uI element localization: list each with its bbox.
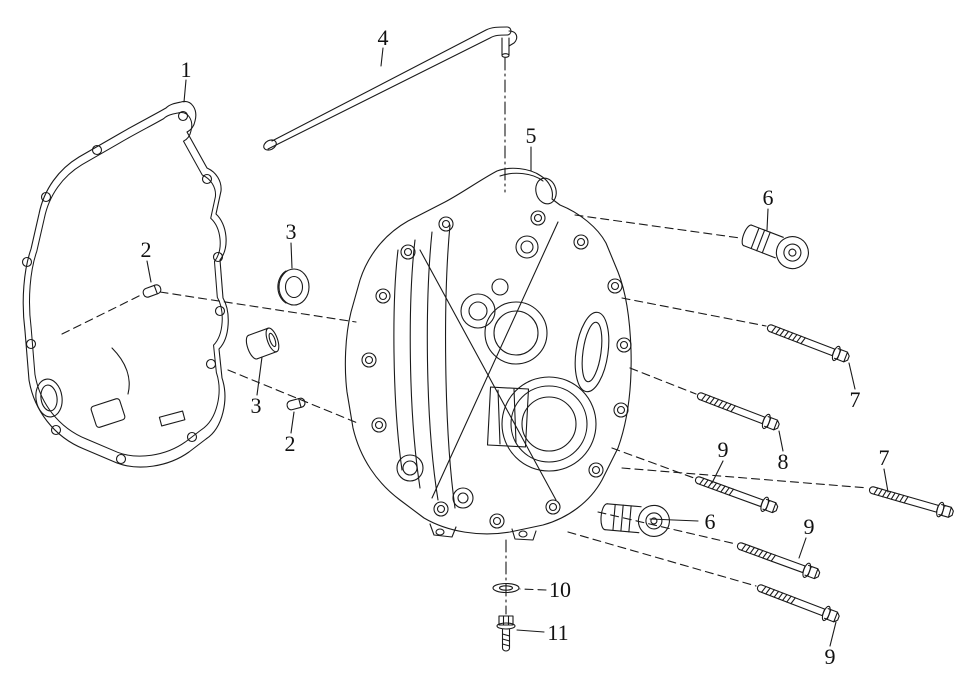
part-bolt-8	[694, 387, 782, 434]
gasket-bolt-holes	[21, 110, 226, 465]
callout-4: 4	[377, 25, 389, 50]
part-crankcase-cover	[344, 167, 632, 541]
callout-7-upper: 7	[849, 387, 861, 412]
part-gasket	[21, 100, 229, 468]
part-bolt-7-right	[866, 481, 956, 521]
callout-5: 5	[525, 123, 537, 148]
callout-9-first: 9	[717, 437, 729, 462]
callout-1: 1	[180, 57, 192, 82]
part-bolt-7-upper	[764, 319, 852, 366]
callout-6-lower: 6	[704, 509, 716, 534]
part-bushing-upper	[277, 268, 310, 306]
callout-8: 8	[777, 449, 789, 474]
part-bolt-9-3	[754, 579, 842, 626]
part-plug-lower	[600, 503, 670, 537]
part-dowel-pin-lower	[286, 397, 306, 411]
leader-lines	[146, 47, 889, 647]
part-breather-pipe	[263, 26, 518, 151]
center-lines	[504, 57, 507, 615]
part-bushing-lower	[245, 327, 280, 360]
callout-2-upper: 2	[140, 237, 152, 262]
cover-bolt-bosses	[361, 210, 632, 529]
callout-9-third: 9	[824, 644, 836, 669]
part-bolt-9-2	[734, 537, 823, 583]
part-dowel-pin-upper	[142, 284, 162, 298]
part-washer	[492, 582, 520, 594]
callout-11: 11	[547, 620, 569, 645]
callout-6-upper: 6	[762, 185, 774, 210]
callout-10: 10	[549, 577, 571, 602]
callout-3-lower: 3	[250, 393, 262, 418]
callout-2-lower: 2	[284, 431, 296, 456]
part-flange-bolt-11	[496, 615, 516, 652]
part-plug-upper	[741, 224, 809, 270]
callout-9-second: 9	[803, 514, 815, 539]
cover-ribs	[393, 221, 559, 509]
callout-3-upper: 3	[285, 219, 297, 244]
callout-7-right: 7	[878, 445, 890, 470]
alignment-lines	[61, 214, 869, 591]
